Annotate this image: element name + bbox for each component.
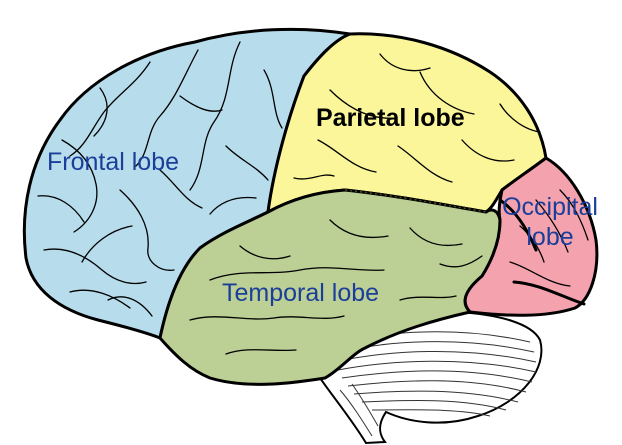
occipital-lobe-label-line1: Occipital [502, 193, 598, 221]
major-sulci [498, 198, 586, 306]
gyri-lines [37, 41, 589, 355]
temporal-lobe [158, 188, 502, 386]
temporal-lobe-label: Temporal lobe [222, 279, 379, 307]
occipital-lobe-label-line2: lobe [526, 223, 573, 251]
frontal-lobe-label: Frontal lobe [47, 148, 179, 176]
cerebellum-folia [329, 331, 537, 437]
parietal-lobe-label: Parietal lobe [316, 104, 465, 132]
